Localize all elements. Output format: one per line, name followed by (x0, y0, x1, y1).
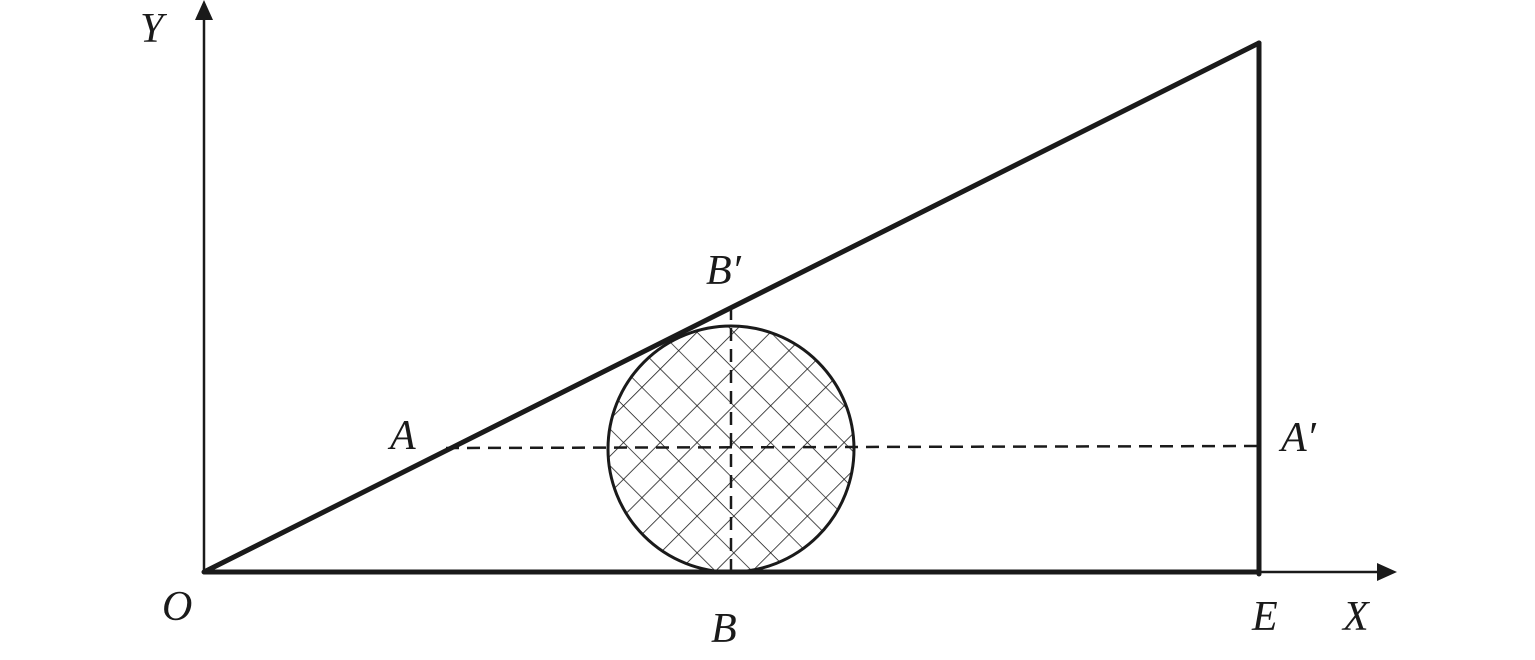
point-e-label: E (1251, 594, 1278, 640)
dashed-line-a-a-prime (445, 444, 1260, 450)
origin-label: O (162, 584, 192, 630)
point-a-label: A (387, 413, 416, 459)
point-b-prime-label: B′ (706, 248, 742, 294)
point-a-prime-label: A′ (1278, 415, 1317, 461)
hypotenuse-line-o-to-top (201, 40, 1262, 575)
y-axis-label: Y (140, 6, 168, 52)
circle-hatch-fill (608, 326, 854, 572)
x-axis-label: X (1341, 594, 1371, 640)
x-axis-arrowhead (1377, 563, 1397, 581)
y-axis-arrowhead (195, 0, 213, 20)
point-b-label: B (711, 606, 737, 652)
